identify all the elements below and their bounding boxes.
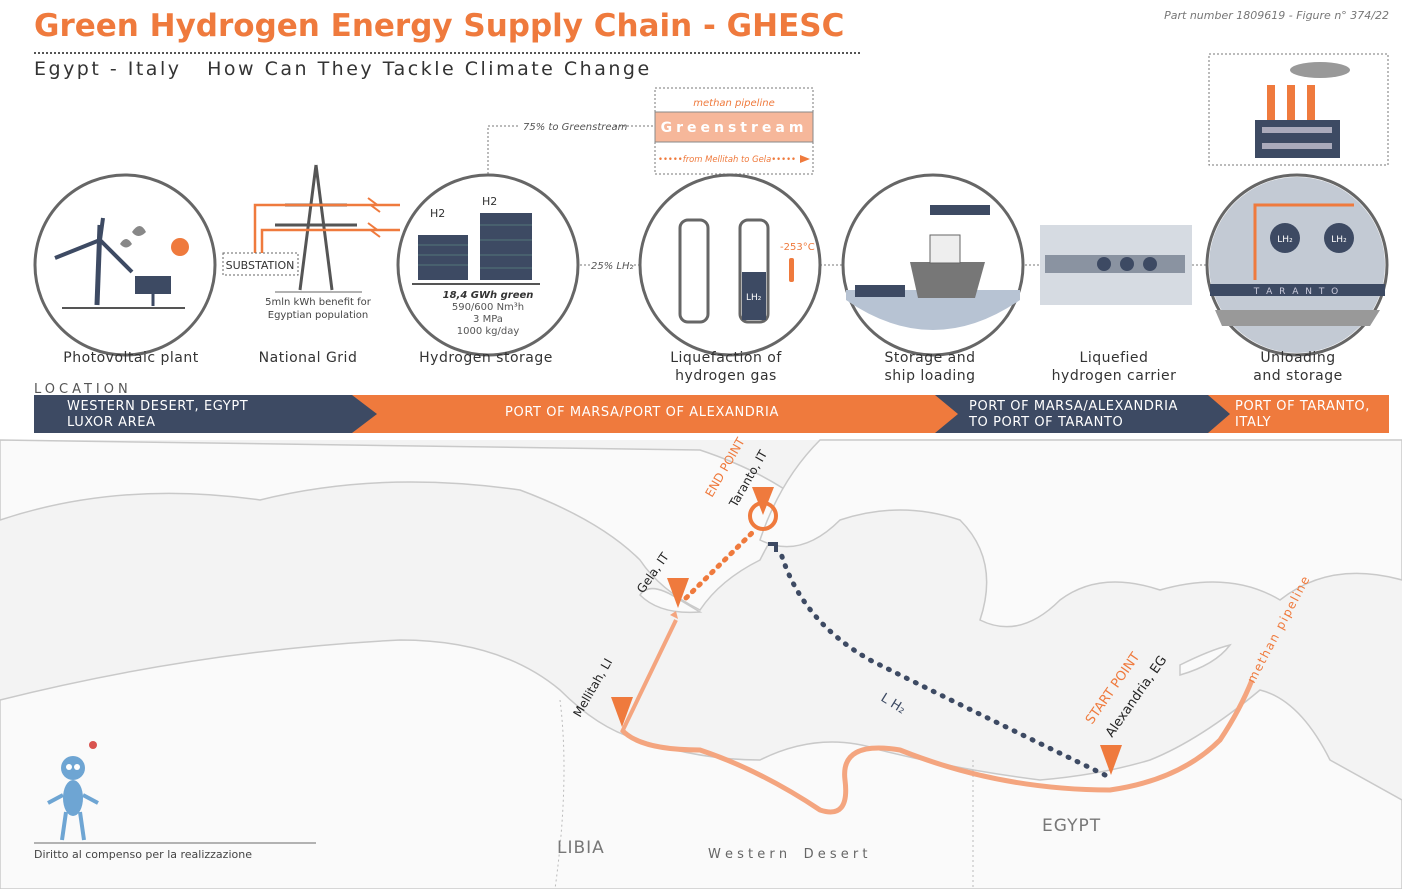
- storage-flow-rate: 590/600 Nm³h: [452, 302, 524, 313]
- storage-energy: 18,4 GWh green: [443, 290, 534, 301]
- step-label-liquefaction: Liquefaction of: [670, 350, 782, 366]
- storage-daily-output: 1000 kg/day: [457, 326, 520, 337]
- page-title: Green Hydrogen Energy Supply Chain - GHE…: [34, 8, 844, 44]
- grid-benefit-line-1: 5mln kWh benefit for: [265, 297, 372, 308]
- route-end-marker-icon: [768, 542, 778, 552]
- hydrogen-carrier-icon: [1040, 225, 1192, 305]
- page-subtitle: Egypt - Italy How Can They Tackle Climat…: [34, 58, 652, 80]
- step-label-unloading: Unloading: [1260, 350, 1335, 366]
- h2-label: H2: [430, 207, 445, 220]
- factory-icon: [1255, 62, 1350, 158]
- step-label-unloading: and storage: [1253, 368, 1342, 384]
- lightning-icon: [367, 222, 381, 238]
- unloading-storage-icon: LH₂ LH₂ T A R A N T O: [1205, 173, 1389, 357]
- step-label-carrier: Liquefied: [1080, 350, 1149, 366]
- gela-taranto-route: [683, 527, 758, 601]
- gela-marker-icon: [667, 578, 689, 608]
- arrow-head-icon: [670, 611, 678, 619]
- location-heading: LOCATION: [34, 382, 132, 397]
- location-segment-western-desert: [34, 395, 377, 433]
- greenstream-route: [620, 619, 678, 733]
- libia-label: LIBIA: [557, 838, 605, 858]
- step-label-carrier: hydrogen carrier: [1052, 368, 1177, 384]
- pipeline-route-label: •••••from Mellitah to Gela•••••: [658, 155, 796, 165]
- footer-credit: Diritto al compenso per la realizzazione: [34, 848, 252, 861]
- step-label-liquefaction: hydrogen gas: [675, 368, 777, 384]
- map-coastlines: [0, 439, 1402, 889]
- thermometer-icon: [789, 258, 794, 282]
- end-point-target-icon: [748, 501, 778, 531]
- lh2-tank-label: LH₂: [1331, 235, 1347, 245]
- substation-label: SUBSTATION: [226, 259, 295, 272]
- location-text: ITALY: [1235, 415, 1271, 430]
- photovoltaic-plant-icon: [33, 173, 217, 357]
- liquefaction-icon: LH₂ -253°C: [638, 173, 822, 357]
- hydrogen-storage-icon: H2 H2 18,4 GWh green 590/600 Nm³h 3 MPa …: [396, 173, 580, 357]
- alexandria-marker-icon: [1100, 745, 1122, 775]
- location-text: PORT OF MARSA/ALEXANDRIA: [969, 399, 1178, 414]
- lh2-tank-label: LH₂: [1277, 235, 1293, 245]
- step-label-ship-loading: Storage and: [884, 350, 975, 366]
- western-desert-label: W e s t e r n D e s e r t: [708, 847, 868, 862]
- step-label-ship-loading: ship loading: [885, 368, 976, 384]
- step-label-hydrogen-storage: Hydrogen storage: [419, 350, 553, 366]
- methan-pipeline-box: methan pipeline Greenstream •••••from Me…: [654, 87, 814, 175]
- location-text: PORT OF TARANTO,: [1235, 399, 1370, 414]
- greenstream-name: Greenstream: [661, 120, 808, 136]
- location-text: PORT OF MARSA/PORT OF ALEXANDRIA: [505, 405, 779, 420]
- lh2-flow-label: 25% LH₂: [591, 261, 634, 272]
- mellitah-marker-icon: [611, 697, 633, 727]
- egypt-label: EGYPT: [1042, 816, 1101, 836]
- location-text: TO PORT OF TARANTO: [968, 415, 1123, 430]
- storage-pressure: 3 MPa: [473, 314, 503, 325]
- lh2-tank-label: LH₂: [746, 293, 762, 303]
- methan-pipeline-route: [620, 679, 1255, 815]
- lh2-shipping-route: [777, 547, 1108, 778]
- pipeline-box-title: methan pipeline: [693, 98, 774, 109]
- border-line: [554, 699, 565, 889]
- lightning-icon: [367, 197, 381, 213]
- greenstream-connector: [487, 125, 655, 178]
- factory-box: [1208, 53, 1389, 166]
- ship-loading-icon: [841, 173, 1025, 357]
- location-segment-shipping: [935, 395, 1230, 433]
- h2-label: H2: [482, 195, 497, 208]
- national-grid-icon: SUBSTATION 5mln kWh benefit for Egyptian…: [222, 164, 400, 321]
- arrow-right-icon: [800, 155, 810, 163]
- location-text: WESTERN DESERT, EGYPT: [67, 399, 248, 414]
- step-label-photovoltaic: Photovoltaic plant: [63, 350, 199, 366]
- hydrogen-mascot-icon: [47, 741, 99, 841]
- grid-benefit-line-2: Egyptian population: [268, 310, 369, 321]
- taranto-port-label: T A R A N T O: [1253, 287, 1341, 297]
- step-label-national-grid: National Grid: [259, 350, 358, 366]
- part-number: Part number 1809619 - Figure n° 374/22: [1164, 9, 1389, 22]
- greenstream-flow-label: 75% to Greenstream: [523, 122, 628, 133]
- temperature-label: -253°C: [780, 242, 815, 253]
- location-text: LUXOR AREA: [67, 415, 156, 430]
